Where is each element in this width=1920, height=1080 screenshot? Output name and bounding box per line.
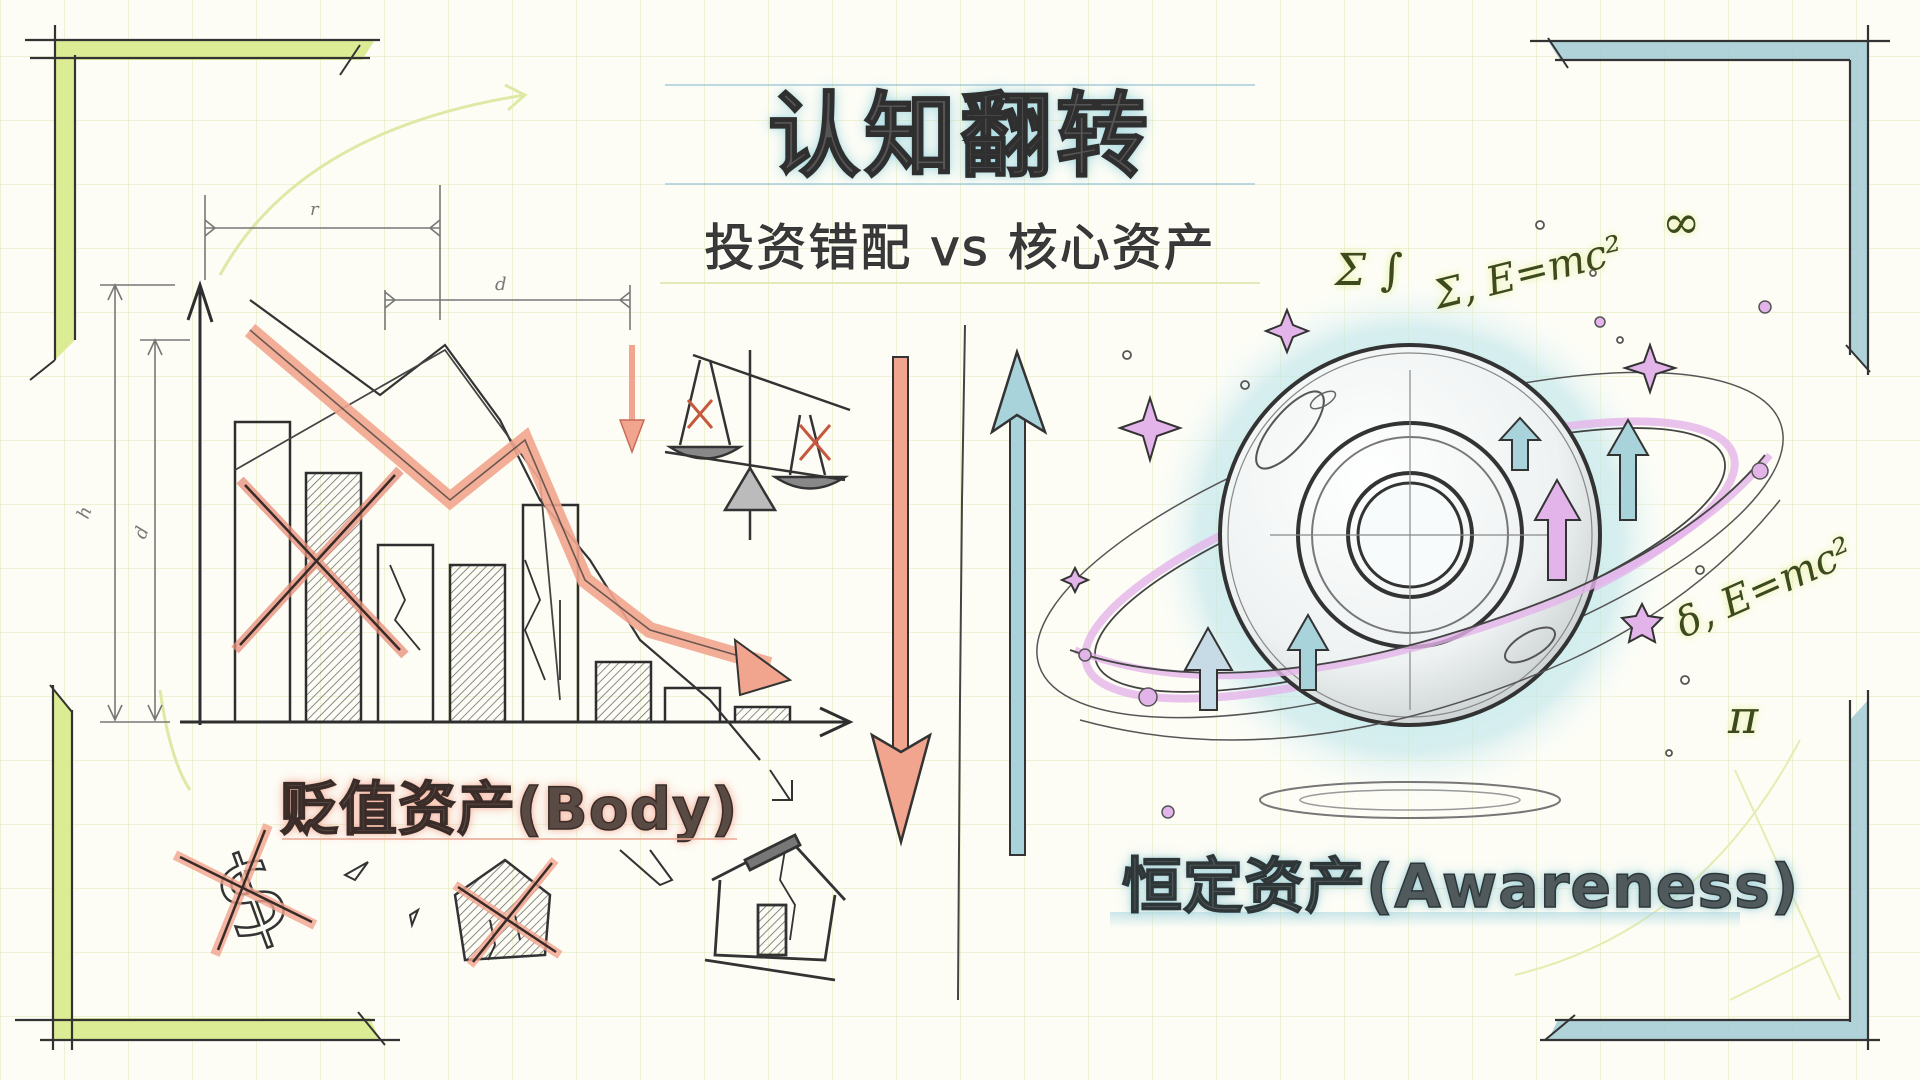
page-subtitle: 投资错配 vs 核心资产 [704, 219, 1216, 278]
up-arrow-icon [989, 348, 1048, 856]
dimension-marks [100, 185, 631, 723]
right-label-glow [1110, 912, 1740, 928]
right-panel-label: 恒定资产(Awareness) [1121, 851, 1800, 923]
divider-line [957, 324, 966, 1001]
math-pi: π [1728, 690, 1759, 744]
bottom-right-bracket [1540, 690, 1880, 1050]
broken-house-icon [704, 833, 847, 982]
left-label-rule [282, 838, 737, 840]
math-infinity: ∞ [1662, 195, 1701, 249]
curved-guide-arrow-icon [218, 93, 526, 276]
title-rule-bottom [665, 183, 1255, 185]
math-sigma-integral: Σ ∫ [1335, 245, 1404, 296]
subtitle-rule [660, 282, 1260, 284]
top-left-bracket [25, 25, 380, 381]
top-right-bracket [1530, 25, 1890, 375]
down-arrow-icon [869, 356, 933, 847]
rising-arrows [1183, 416, 1650, 711]
page-title: 认知翻转 [767, 82, 1152, 191]
unbalanced-scale-icon [664, 350, 851, 540]
left-panel-label: 贬值资产(Body) [279, 774, 739, 844]
crossed-house-icon [452, 857, 563, 968]
bottom-left-bracket [15, 684, 400, 1050]
sparkle-star-icon [1059, 307, 1679, 644]
svg-text:d: d [495, 274, 507, 295]
title-rule-top [665, 84, 1255, 86]
svg-text:r: r [310, 199, 320, 220]
